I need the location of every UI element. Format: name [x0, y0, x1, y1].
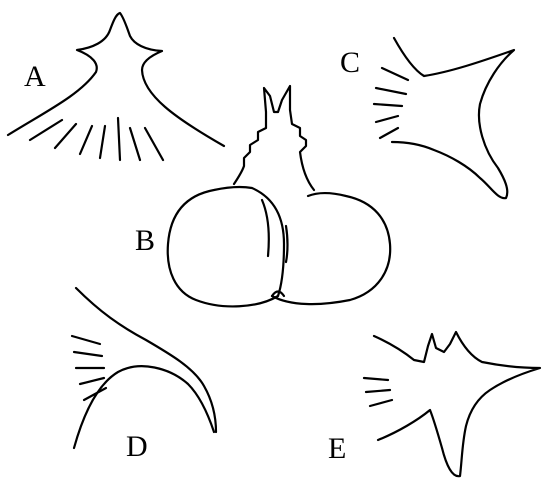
panel-a-rays	[28, 116, 165, 162]
panel-e-outline	[372, 330, 542, 478]
panel-d-inner-curve	[72, 365, 216, 450]
panel-b-left-lobe	[166, 185, 286, 308]
panel-d: D	[70, 286, 218, 463]
panel-a: A	[6, 11, 226, 162]
panel-b: B	[135, 84, 392, 308]
panel-c-outline	[390, 36, 516, 200]
panel-e: E	[328, 330, 542, 478]
panel-a-label: A	[24, 60, 46, 93]
panel-c-rays	[372, 66, 410, 140]
panel-c: C	[340, 36, 516, 200]
panel-d-outer-curve	[74, 286, 218, 434]
panel-b-label: B	[135, 224, 155, 257]
panel-a-outline	[6, 11, 226, 148]
panel-b-neck	[232, 84, 316, 192]
panel-d-rays	[70, 334, 108, 402]
panel-c-label: C	[340, 46, 360, 79]
panel-d-label: D	[126, 430, 148, 463]
panel-b-right-lobe	[270, 191, 392, 306]
panel-b-centre-curve-2	[284, 224, 289, 264]
panel-b-centre-curve-1	[260, 198, 270, 258]
panel-e-rays	[362, 376, 394, 408]
panel-b-bottom-notch	[270, 290, 286, 298]
panel-e-label: E	[328, 432, 346, 465]
